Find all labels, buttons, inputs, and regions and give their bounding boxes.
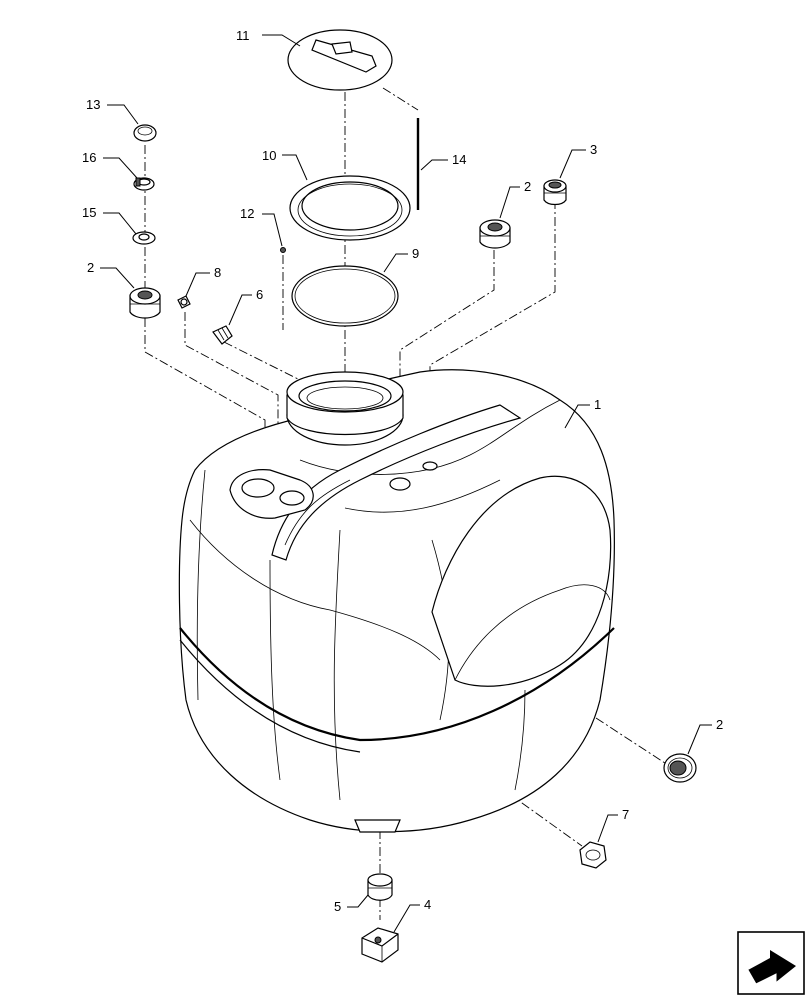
callout-13: 13 <box>86 97 100 112</box>
fitting-8 <box>177 295 191 309</box>
callout-4: 4 <box>424 897 431 912</box>
elbow-fitting-6 <box>212 325 233 345</box>
grommet-2-top <box>479 219 511 249</box>
callout-8: 8 <box>214 265 221 280</box>
callout-14: 14 <box>452 152 466 167</box>
washer-15 <box>132 231 156 245</box>
callout-9: 9 <box>412 246 419 261</box>
callout-7: 7 <box>622 807 629 822</box>
o-ring <box>291 265 399 327</box>
grommet-2-side <box>663 753 697 783</box>
plug-3 <box>543 179 567 206</box>
callout-15: 15 <box>82 205 96 220</box>
plug-7 <box>579 841 607 869</box>
fitting-5 <box>367 873 393 901</box>
callout-11: 11 <box>236 28 250 43</box>
callout-2-top: 2 <box>524 179 531 194</box>
tank-body <box>178 369 615 833</box>
callout-10: 10 <box>262 148 276 163</box>
callout-5: 5 <box>334 899 341 914</box>
callout-6: 6 <box>256 287 263 302</box>
callout-2-left: 2 <box>87 260 94 275</box>
drain-valve-4 <box>361 927 399 963</box>
callout-3: 3 <box>590 142 597 157</box>
clamp-16 <box>133 177 155 191</box>
callout-12: 12 <box>240 206 254 221</box>
next-page-arrow-icon[interactable] <box>737 931 805 995</box>
plug-13 <box>133 124 157 142</box>
pin-12 <box>280 247 286 253</box>
callout-labels: 11 13 10 14 16 15 12 3 2 2 9 8 6 1 2 7 5… <box>82 28 723 914</box>
grommet-2-left <box>129 287 161 319</box>
fill-cap <box>287 29 393 91</box>
callout-1: 1 <box>594 397 601 412</box>
lid-ring <box>289 175 411 241</box>
callout-16: 16 <box>82 150 96 165</box>
callout-2-side: 2 <box>716 717 723 732</box>
leader-lines <box>100 34 712 933</box>
